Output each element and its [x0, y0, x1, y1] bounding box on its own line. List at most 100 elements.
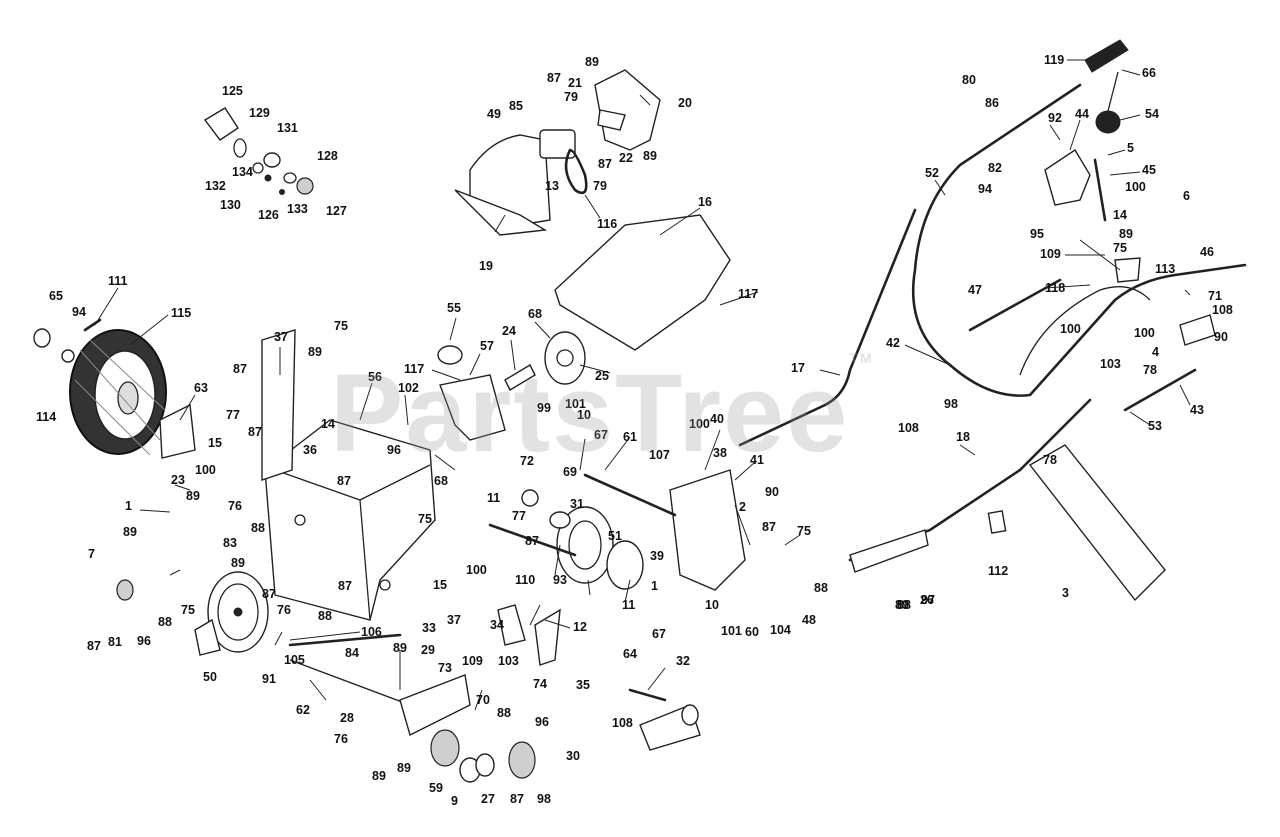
- chute-assembly: [454, 69, 661, 236]
- part-label: 111: [108, 274, 128, 288]
- part-label: 37: [447, 613, 461, 627]
- part-label: 3: [1062, 586, 1069, 600]
- part-label: 27: [481, 792, 495, 806]
- part-label: 75: [1113, 241, 1127, 255]
- control-plate: [1044, 149, 1091, 206]
- part-label: 108: [898, 421, 919, 435]
- part-label: 10: [705, 598, 719, 612]
- shift-assembly: [628, 688, 701, 751]
- part-label: 91: [262, 672, 276, 686]
- part-label: 84: [345, 646, 359, 660]
- part-label: 56: [368, 370, 382, 384]
- part-label: 15: [208, 436, 222, 450]
- part-label: 35: [576, 678, 590, 692]
- part-label: 100: [1125, 180, 1146, 194]
- part-label: 89: [393, 641, 407, 655]
- part-label: 76: [277, 603, 291, 617]
- part-label: 75: [334, 319, 348, 333]
- part-label: 78: [1043, 453, 1057, 467]
- part-label: 38: [713, 446, 727, 460]
- part-label: 82: [988, 161, 1002, 175]
- part-label: 94: [72, 305, 86, 319]
- control-rod: [1093, 158, 1107, 222]
- part-label: 101: [565, 397, 586, 411]
- part-label: 131: [277, 121, 298, 135]
- part-label: 69: [563, 465, 577, 479]
- part-label: 87: [262, 587, 276, 601]
- part-label: 89: [1119, 227, 1133, 241]
- part-label: 14: [1113, 208, 1127, 222]
- leader-lines: [94, 59, 1191, 711]
- part-label: 106: [361, 625, 382, 639]
- part-label: 7: [88, 547, 95, 561]
- part-label: 103: [1100, 357, 1121, 371]
- rod-105: [288, 633, 402, 647]
- part-label: 77: [226, 408, 240, 422]
- part-label: 88: [897, 598, 911, 612]
- shroud: [1028, 444, 1166, 602]
- part-label: 31: [570, 497, 584, 511]
- part-label: 6: [1183, 189, 1190, 203]
- part-label: 80: [962, 73, 976, 87]
- part-label: 96: [387, 443, 401, 457]
- part-label: 1: [125, 499, 132, 513]
- part-label: 75: [797, 524, 811, 538]
- part-label: 9: [451, 794, 458, 808]
- part-label: 108: [612, 716, 633, 730]
- part-label: 100: [689, 417, 710, 431]
- part-label: 18: [956, 430, 970, 444]
- shaft-33: [488, 523, 577, 557]
- part-label: 89: [643, 149, 657, 163]
- part-label: 32: [676, 654, 690, 668]
- part-label: 101: [721, 624, 742, 638]
- part-label: 89: [231, 556, 245, 570]
- part-label: 76: [334, 732, 348, 746]
- part-label: 40: [710, 412, 724, 426]
- part-label: 21: [568, 76, 582, 90]
- part-label: 79: [564, 90, 578, 104]
- part-label: 114: [36, 410, 56, 424]
- part-label: 11: [487, 491, 500, 505]
- part-label: 4: [1152, 345, 1159, 359]
- part-label: 72: [520, 454, 534, 468]
- part-label: 87: [762, 520, 776, 534]
- part-label: 88: [158, 615, 172, 629]
- part-label: 113: [1155, 262, 1175, 276]
- impeller-hub: [504, 331, 586, 391]
- grip: [1084, 39, 1129, 73]
- part-label: 90: [1214, 330, 1228, 344]
- tire: [33, 318, 196, 459]
- part-label: 94: [978, 182, 992, 196]
- main-frame: [261, 329, 436, 621]
- part-label: 100: [195, 463, 216, 477]
- part-label: 98: [944, 397, 958, 411]
- part-label: 100: [466, 563, 487, 577]
- shaft-61: [583, 473, 677, 517]
- part-label: 112: [988, 564, 1008, 578]
- part-label: 43: [1190, 403, 1204, 417]
- part-label: 87: [525, 534, 539, 548]
- bearing-cluster: [203, 107, 314, 195]
- part-label: 81: [108, 635, 122, 649]
- rod-43: [1123, 368, 1197, 412]
- block-112: [987, 510, 1007, 534]
- part-label: 78: [1143, 363, 1157, 377]
- part-label: 89: [895, 598, 909, 612]
- friction-disc: [521, 489, 644, 590]
- part-label: 15: [433, 578, 447, 592]
- part-label: 62: [296, 703, 310, 717]
- part-label: 133: [287, 202, 308, 216]
- part-label: 77: [512, 509, 526, 523]
- part-label: 57: [480, 339, 494, 353]
- part-label: 108: [1212, 303, 1233, 317]
- bracket: [439, 374, 506, 441]
- part-label: 118: [1045, 281, 1065, 295]
- part-label: 129: [249, 106, 270, 120]
- part-label: 107: [649, 448, 670, 462]
- part-label: 96: [137, 634, 151, 648]
- part-label: 73: [438, 661, 452, 675]
- handle-17: [738, 208, 917, 447]
- knob-55: [437, 345, 463, 365]
- part-label: 34: [490, 618, 504, 632]
- part-label: 20: [678, 96, 692, 110]
